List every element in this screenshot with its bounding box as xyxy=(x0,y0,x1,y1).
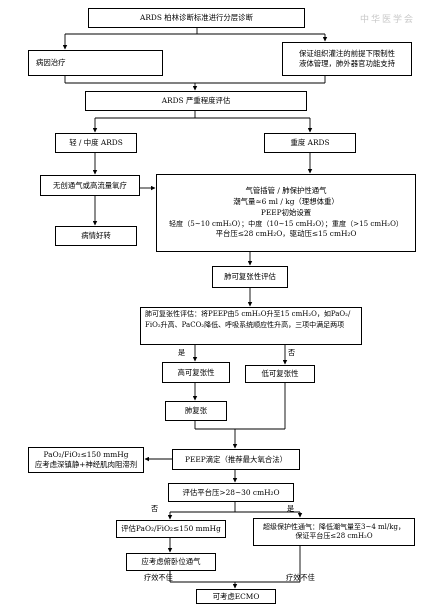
recruitment-box: 肺复张 xyxy=(165,401,227,421)
etiology-box: 病因治疗 xyxy=(28,50,163,76)
noninvasive-box: 无创通气或高流量氧疗 xyxy=(40,175,140,196)
ecmo-text: 可考虑ECMO xyxy=(212,591,260,601)
recruit-eval-box: 肺可复张性评估 xyxy=(212,266,288,288)
ventilation-text-1: 气管插管 / 肺保护性通气 xyxy=(245,186,327,196)
recruitment-text: 肺复张 xyxy=(184,406,208,415)
recruit-detail-text-1: 肺可复张性评估：将PEEP由5 cmH₂O升至15 cmH₂O，如PaO₂/ xyxy=(145,310,351,318)
improve-box: 病情好转 xyxy=(55,226,137,246)
severity-box: ARDS 严重程度评估 xyxy=(85,91,307,111)
sedation-box: PaO₂/FiO₂≤150 mmHg 应考虑深镇静+神经肌肉阻滞剂 xyxy=(28,447,144,473)
eval-pf-box: 评估PaO₂/FiO₂≤150 mmHg xyxy=(116,520,226,538)
etiology-text: 病因治疗 xyxy=(36,58,66,67)
prone-text: 应考虑俯卧位通气 xyxy=(141,557,201,566)
support-text-1: 保证组织灌注的前提下限制性 xyxy=(298,49,396,59)
ventilation-text-4: 轻度（5~10 cmH₂O）；中度（10~15 cmH₂O）；重度（>15 cm… xyxy=(168,218,404,228)
no-plateau-label: 否 xyxy=(151,504,159,513)
mild-moderate-text: 轻 / 中度 ARDS xyxy=(69,138,123,147)
low-recruit-box: 低可复张性 xyxy=(245,365,315,383)
recruit-detail-box: 肺可复张性评估：将PEEP由5 cmH₂O升至15 cmH₂O，如PaO₂/ F… xyxy=(140,307,362,345)
no-recruit-label: 否 xyxy=(288,348,296,357)
sedation-text-1: PaO₂/FiO₂≤150 mmHg xyxy=(43,450,129,460)
low-recruit-text: 低可复张性 xyxy=(261,369,299,378)
support-text-2: 液体管理，肺外器官功能支持 xyxy=(298,59,396,68)
watermark: 中华医学会 xyxy=(360,15,416,25)
severe-text: 重度 ARDS xyxy=(290,138,330,147)
high-recruit-box: 高可复张性 xyxy=(162,362,230,383)
poor-effect-left-label: 疗效不佳 xyxy=(144,573,173,582)
recruit-detail-text-2: FiO₂升高、PaCO₂降低、呼吸系统顺应性升高，三项中满足两项 xyxy=(145,320,345,329)
poor-effect-right-label: 疗效不佳 xyxy=(286,573,315,582)
ecmo-box: 可考虑ECMO xyxy=(196,589,276,604)
yes-recruit-label: 是 xyxy=(178,348,186,357)
yes-plateau-label: 是 xyxy=(287,504,295,513)
mild-moderate-box: 轻 / 中度 ARDS xyxy=(55,133,137,153)
recruit-eval-text: 肺可复张性评估 xyxy=(224,272,276,281)
ventilation-text-2: 潮气量≈6 ml / kg（理想体重） xyxy=(233,197,339,207)
sedation-text-2: 应考虑深镇静+神经肌肉阻滞剂 xyxy=(34,460,138,469)
peep-titration-text: PEEP滴定（推荐最大氧合法） xyxy=(184,454,288,464)
ventilation-text-3: PEEP初始设置 xyxy=(260,207,312,217)
ventilation-text-5: 平台压≤28 cmH₂O，驱动压≤15 cmH₂O xyxy=(215,228,357,238)
ultra-protective-text-1: 超级保护性通气：降低潮气量至3~4 ml/kg， xyxy=(263,522,405,531)
ultra-protective-box: 超级保护性通气：降低潮气量至3~4 ml/kg， 保证平台压≤28 cmH₂O xyxy=(253,518,415,546)
eval-pf-text: 评估PaO₂/FiO₂≤150 mmHg xyxy=(121,524,221,533)
noninvasive-text: 无创通气或高流量氧疗 xyxy=(53,180,127,190)
ultra-protective-text-2: 保证平台压≤28 cmH₂O xyxy=(295,532,373,540)
peep-titration-box: PEEP滴定（推荐最大氧合法） xyxy=(172,449,300,470)
plateau-text: 评估平台压>28~30 cmH₂O xyxy=(182,487,280,497)
severe-box: 重度 ARDS xyxy=(264,133,356,153)
ventilation-box: 气管插管 / 肺保护性通气 潮气量≈6 ml / kg（理想体重） PEEP初始… xyxy=(156,174,416,252)
diagnosis-text: ARDS 柏林诊断标准进行分层诊断 xyxy=(140,13,253,22)
diagnosis-box: ARDS 柏林诊断标准进行分层诊断 xyxy=(88,8,305,28)
prone-box: 应考虑俯卧位通气 xyxy=(126,553,216,571)
plateau-box: 评估平台压>28~30 cmH₂O xyxy=(168,483,294,502)
improve-text: 病情好转 xyxy=(81,231,111,240)
support-box: 保证组织灌注的前提下限制性 液体管理，肺外器官功能支持 xyxy=(282,42,412,76)
severity-text: ARDS 严重程度评估 xyxy=(161,96,231,105)
high-recruit-text: 高可复张性 xyxy=(177,367,215,377)
